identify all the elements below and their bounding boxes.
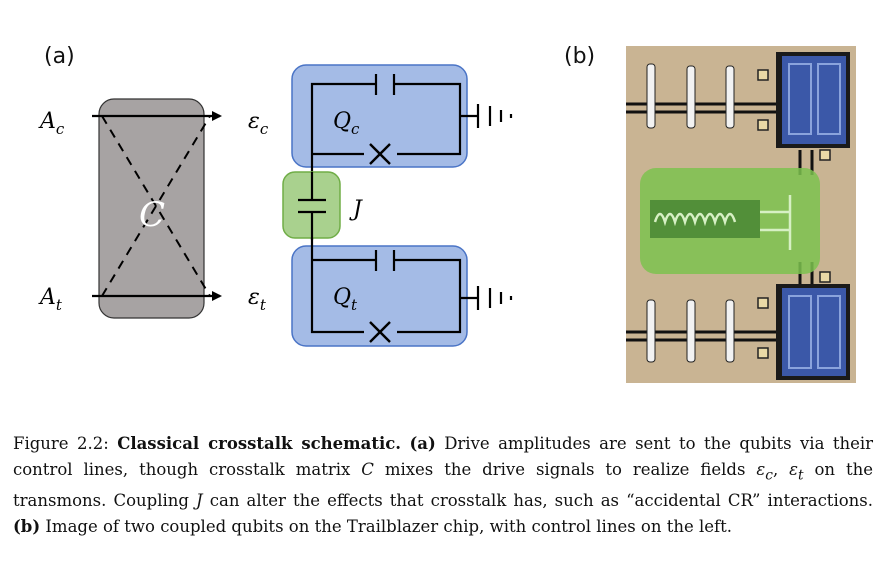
crosstalk-schematic: C Ac At εc εt bbox=[38, 98, 269, 319]
caption-part-b-tag: (b) bbox=[13, 517, 41, 537]
chip-target-qubit bbox=[776, 284, 850, 380]
chip-photo bbox=[626, 46, 856, 383]
caption-eps-c-sub: c bbox=[765, 467, 773, 484]
input-control-label: Ac bbox=[38, 109, 65, 138]
target-qubit-circuit: Qt bbox=[291, 238, 513, 347]
caption-coupling-symbol: J bbox=[196, 491, 203, 511]
control-qubit-box bbox=[291, 64, 468, 168]
chip-coupler bbox=[640, 168, 820, 274]
caption-matrix-symbol: C bbox=[361, 460, 374, 479]
caption-prefix: Figure 2.2: bbox=[13, 434, 118, 453]
cross-line-2 bbox=[101, 115, 211, 297]
control-qubit-circuit: Qc bbox=[291, 64, 513, 176]
field-control-label: εc bbox=[248, 109, 269, 138]
chip-control-qubit bbox=[776, 52, 850, 148]
target-ground-icon bbox=[460, 286, 513, 310]
target-qubit-label: Qt bbox=[333, 285, 358, 314]
coupler-circuit: J bbox=[282, 171, 363, 240]
caption-text: Drive amplitudes are sent to the qubits … bbox=[13, 434, 874, 479]
caption-eps-t: ε bbox=[789, 460, 798, 479]
coupling-label: J bbox=[349, 197, 363, 222]
caption-title: Classical crosstalk schematic. bbox=[117, 434, 402, 453]
input-target-label: At bbox=[38, 285, 63, 314]
caption-part-a-tag: (a) bbox=[409, 434, 436, 453]
field-target-label: εt bbox=[248, 285, 267, 314]
caption-eps-t-sub: t bbox=[798, 467, 804, 484]
caption-text: Image of two coupled qubits on the Trail… bbox=[40, 517, 733, 537]
caption-text: can alter the effects that crosstalk has… bbox=[202, 491, 873, 511]
caption-text: mixes the drive signals to realize field… bbox=[373, 460, 757, 479]
crosstalk-matrix-box bbox=[98, 98, 205, 319]
caption-eps-c: ε bbox=[756, 460, 766, 479]
target-qubit-box bbox=[291, 245, 468, 347]
panel-b-label: (b) bbox=[564, 44, 596, 69]
matrix-label: C bbox=[139, 195, 165, 235]
figure-caption: Figure 2.2: Classical crosstalk schemati… bbox=[13, 431, 873, 540]
caption-text: , bbox=[772, 460, 790, 479]
panel-a-label: (a) bbox=[44, 44, 75, 69]
control-qubit-label: Qc bbox=[333, 109, 360, 138]
control-ground-icon bbox=[460, 104, 513, 128]
figure-canvas: C Ac At εc εt Qc J bbox=[38, 46, 856, 383]
caption-text: on the transmons. Coupling bbox=[13, 460, 873, 511]
